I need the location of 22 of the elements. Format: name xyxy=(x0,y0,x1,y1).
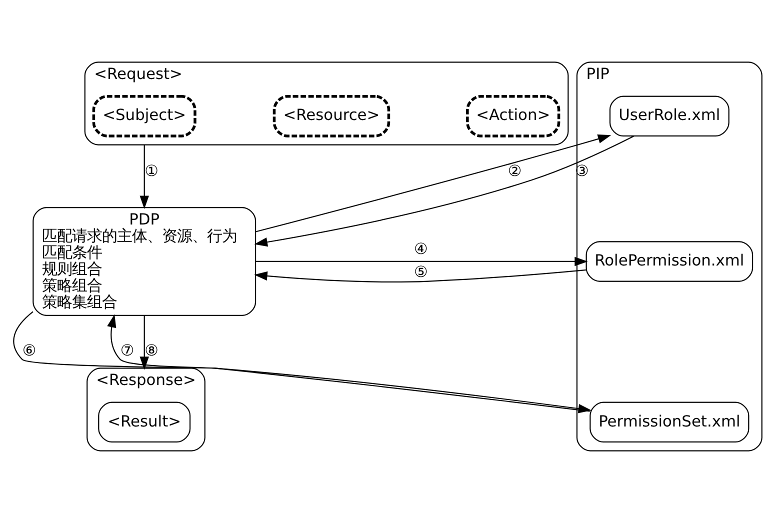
edge-label: ⑦ xyxy=(120,341,134,360)
node-box: <Resource> xyxy=(272,94,390,138)
node-box: <Subject> xyxy=(92,94,196,138)
arrow xyxy=(140,316,149,370)
edge-label: ① xyxy=(144,162,158,180)
edge-label: ② xyxy=(508,162,522,180)
edge-label: ④ xyxy=(414,240,428,258)
arrow xyxy=(140,144,149,209)
arrow xyxy=(254,269,586,283)
edge-label: ⑥ xyxy=(22,341,36,360)
arrow xyxy=(256,256,588,266)
arrow xyxy=(255,134,612,232)
node-box: PermissionSet.xml xyxy=(590,402,750,443)
node-box: UserRole.xml xyxy=(609,96,730,137)
arrow xyxy=(254,136,634,247)
node-box: <Action> xyxy=(466,94,560,138)
edge-label: ⑤ xyxy=(414,263,428,282)
node-box: RolePermission.xml xyxy=(586,241,754,282)
arrow xyxy=(107,314,590,412)
node-box: PDP 匹配请求的主体、资源、行为 匹配条件 规则组合 策略组合 策略集组合 xyxy=(32,206,256,316)
node-box: <Result> xyxy=(98,402,191,443)
edge-label: ⑧ xyxy=(144,341,158,360)
